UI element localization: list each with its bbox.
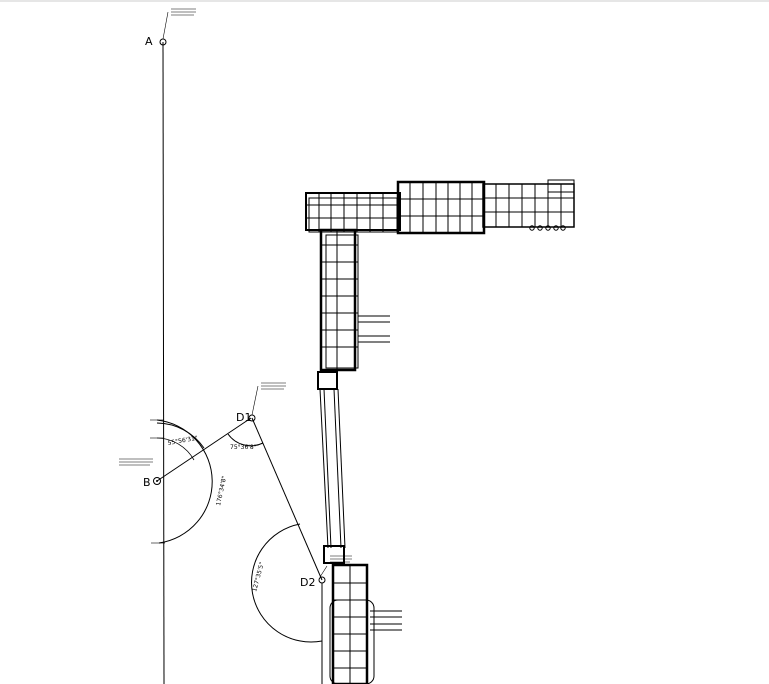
building-corridor bbox=[317, 371, 346, 564]
building-bottom-block bbox=[329, 563, 402, 684]
point-b-label: B bbox=[143, 476, 151, 489]
point-a-leader bbox=[162, 11, 169, 40]
point-d1-leader bbox=[251, 385, 259, 416]
angle-b-upper-text: 55°56'31" bbox=[167, 435, 198, 447]
angle-arc-b-upper bbox=[156, 422, 205, 449]
point-d2-label: D2 bbox=[300, 576, 315, 589]
point-d2-leader bbox=[319, 565, 328, 578]
point-b-marker bbox=[153, 477, 161, 485]
angle-arc-b-major bbox=[156, 419, 213, 544]
window-top-edge bbox=[0, 0, 769, 2]
angle-b-lower-text: 176°34'8" bbox=[215, 475, 228, 506]
point-d1: D1 75°36'8" bbox=[227, 382, 323, 581]
building-vertical-wing bbox=[319, 228, 390, 372]
point-d1-note bbox=[261, 382, 286, 390]
point-b-note bbox=[119, 458, 153, 466]
point-d1-label: D1 bbox=[236, 411, 251, 424]
point-a: A bbox=[145, 8, 196, 48]
survey-baseline bbox=[162, 41, 165, 684]
angle-arc-d2 bbox=[250, 523, 323, 643]
angle-arc-d1 bbox=[227, 433, 264, 447]
line-b-to-d1 bbox=[156, 417, 252, 482]
building-top-wing bbox=[305, 179, 575, 235]
point-a-note bbox=[171, 8, 196, 16]
point-d2-note bbox=[330, 555, 352, 563]
point-a-label: A bbox=[145, 35, 153, 48]
point-b: B 55°56'31" 176°34'8" bbox=[119, 417, 252, 544]
point-d2: D2 127°35'5" bbox=[250, 523, 352, 684]
angle-d1-text: 75°36'8" bbox=[230, 444, 257, 451]
top-wing-small-marks bbox=[529, 225, 566, 231]
line-d1-to-d2 bbox=[251, 417, 323, 581]
